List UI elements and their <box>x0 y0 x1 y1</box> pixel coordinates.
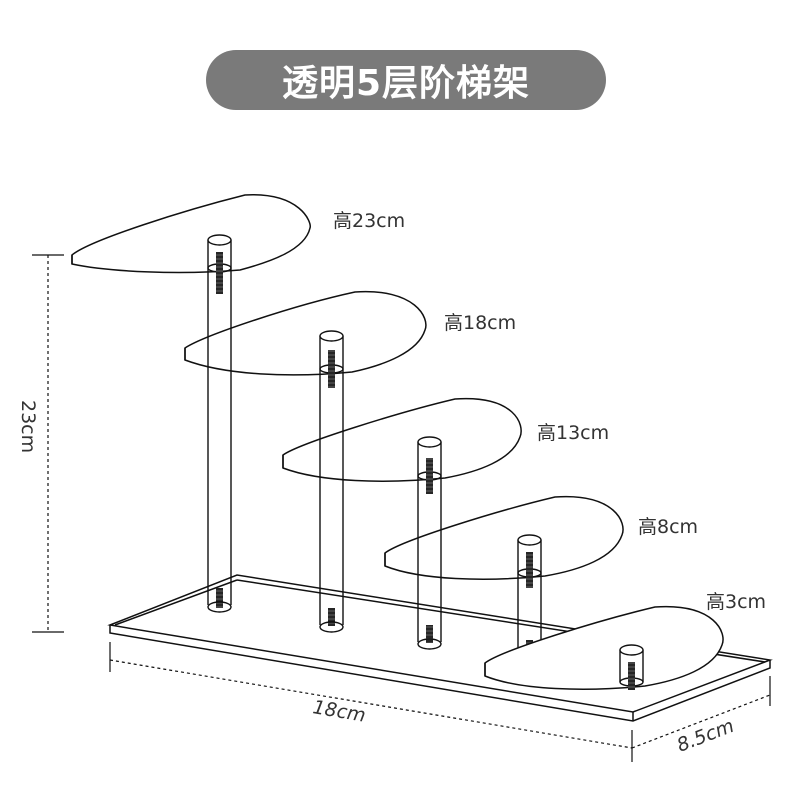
tier-5-height-label: 高3cm <box>706 591 766 613</box>
depth-dimension <box>631 676 771 749</box>
tier-5 <box>484 605 724 690</box>
height-dimension-label: 23cm <box>17 400 39 453</box>
depth-dimension-label: 8.5cm <box>674 715 737 757</box>
tier-4-height-label: 高8cm <box>638 516 698 538</box>
tier-2-height-label: 高18cm <box>444 312 516 334</box>
length-dimension <box>109 642 633 762</box>
title-banner: 透明5层阶梯架 <box>206 50 606 110</box>
tier-1 <box>71 194 311 274</box>
tier-2 <box>184 290 427 376</box>
support-posts <box>207 234 542 655</box>
tier-1-height-label: 高23cm <box>333 210 405 232</box>
page-title: 透明5层阶梯架 <box>281 63 531 104</box>
height-dimension <box>32 254 64 633</box>
length-dimension-label: 18cm <box>311 696 367 726</box>
tier-4 <box>384 495 624 580</box>
tier-3 <box>282 397 522 482</box>
support-post-5 <box>619 644 644 690</box>
tier-3-height-label: 高13cm <box>537 422 609 444</box>
